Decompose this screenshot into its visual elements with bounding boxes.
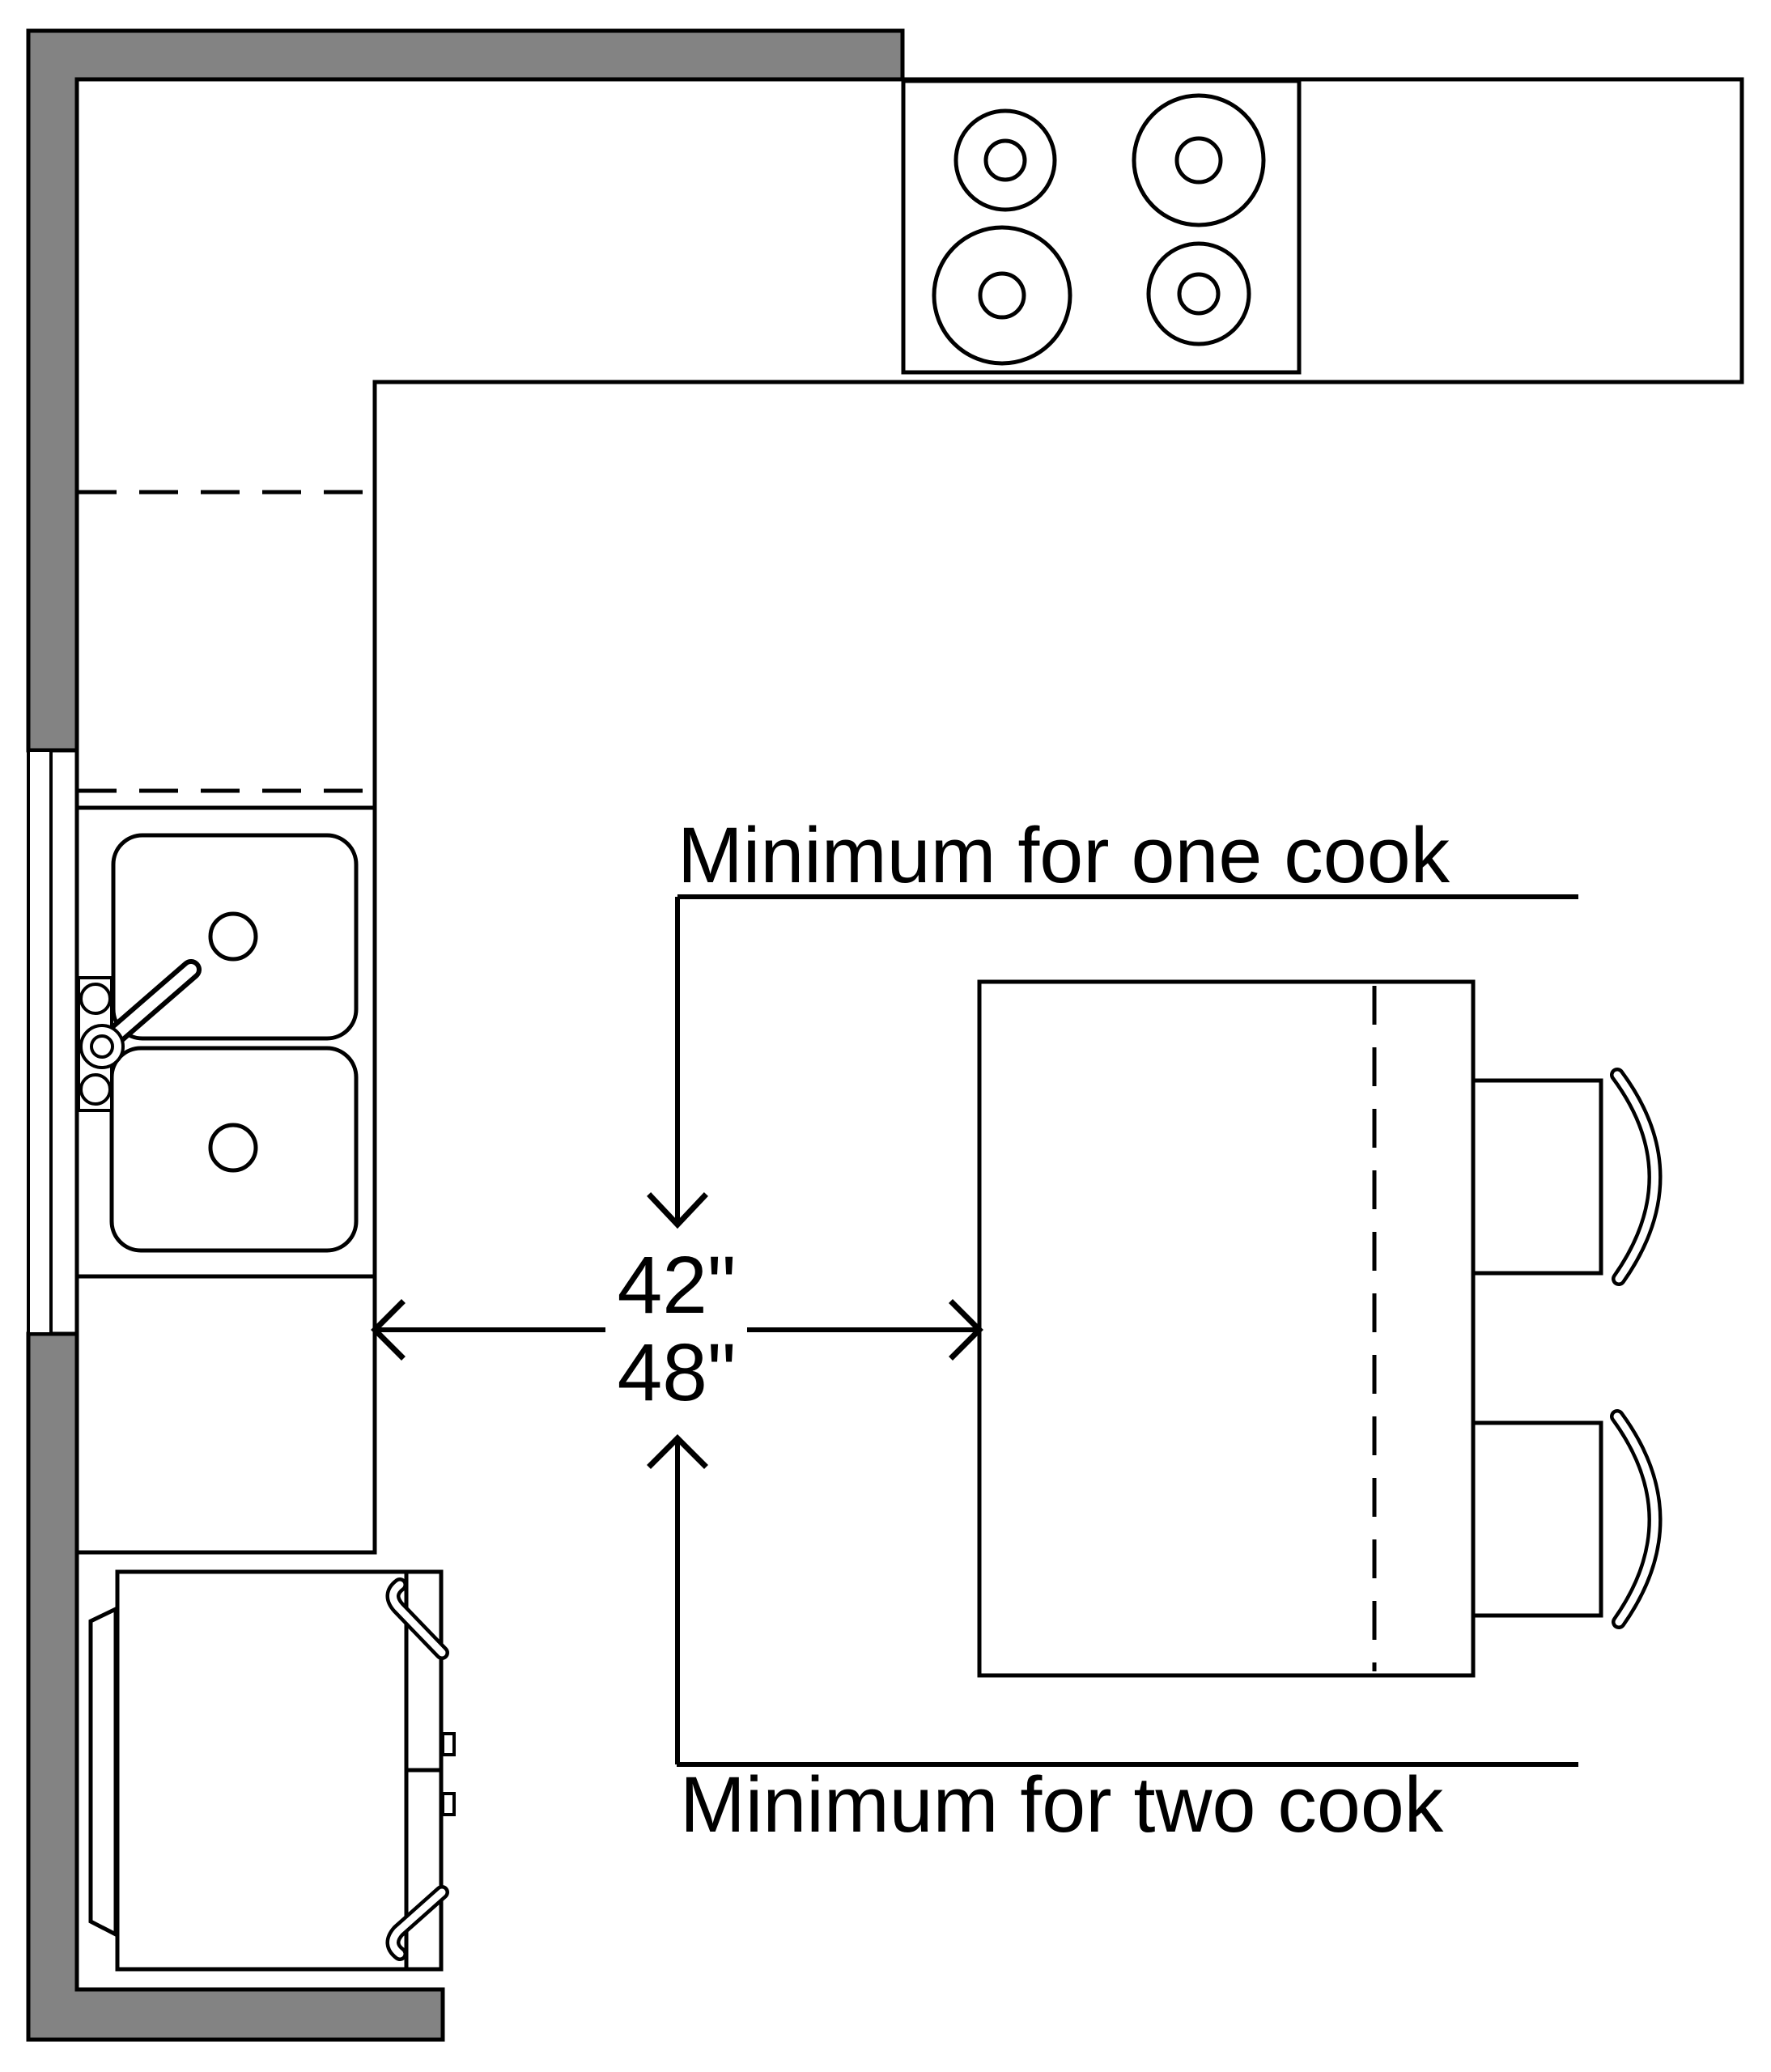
label-min-two-cook: Minimum for two cook <box>680 1760 1444 1849</box>
double-bowl-sink-icon <box>77 833 359 1253</box>
faucet-base-inner <box>90 1034 114 1059</box>
faucet-spout-inner <box>100 964 197 1050</box>
faucet-handle-icon <box>79 1073 112 1106</box>
annotation-one-cook: Minimum for one cook <box>647 811 1578 1229</box>
range-oven-icon <box>88 1569 456 1972</box>
oven-door-bracket-bottom-inner <box>389 1888 446 1958</box>
stool-back-inner <box>1613 1071 1658 1283</box>
dimension-clearance: 42" 48" <box>371 1240 983 1418</box>
burner-center-icon <box>1174 136 1223 185</box>
burner-center-icon <box>1177 272 1221 316</box>
dimension-value-42: 42" <box>618 1240 737 1331</box>
oven-body <box>115 1569 444 1972</box>
kitchen-island-icon <box>977 979 1476 1678</box>
faucet-handle-icon <box>79 983 112 1015</box>
burner-center-icon <box>983 138 1027 182</box>
stool-seat <box>1471 1078 1603 1276</box>
burner-center-icon <box>978 271 1026 320</box>
oven-handle-bar <box>88 1606 118 1938</box>
label-min-one-cook: Minimum for one cook <box>677 811 1450 899</box>
stool-top-icon <box>1471 1068 1663 1286</box>
arrowhead-down-icon <box>647 1192 708 1229</box>
stool-back-inner <box>1613 1412 1658 1626</box>
oven-door-bracket-top-inner <box>389 1581 446 1657</box>
stool-bottom-icon <box>1471 1409 1663 1629</box>
oven-hinge-tab <box>441 1792 456 1816</box>
oven-hinge-tab <box>441 1732 456 1756</box>
stool-seat <box>1471 1420 1603 1618</box>
dimension-value-48: 48" <box>618 1327 737 1418</box>
arrowhead-right-icon <box>949 1299 983 1361</box>
annotation-two-cook: Minimum for two cook <box>647 1434 1578 1849</box>
window-icon <box>27 749 53 1335</box>
island-body <box>977 979 1476 1678</box>
sink-drain-icon <box>208 1123 258 1173</box>
sink-drain-icon <box>208 911 258 962</box>
arrowhead-left-icon <box>371 1299 406 1361</box>
cooktop-icon <box>901 79 1302 375</box>
